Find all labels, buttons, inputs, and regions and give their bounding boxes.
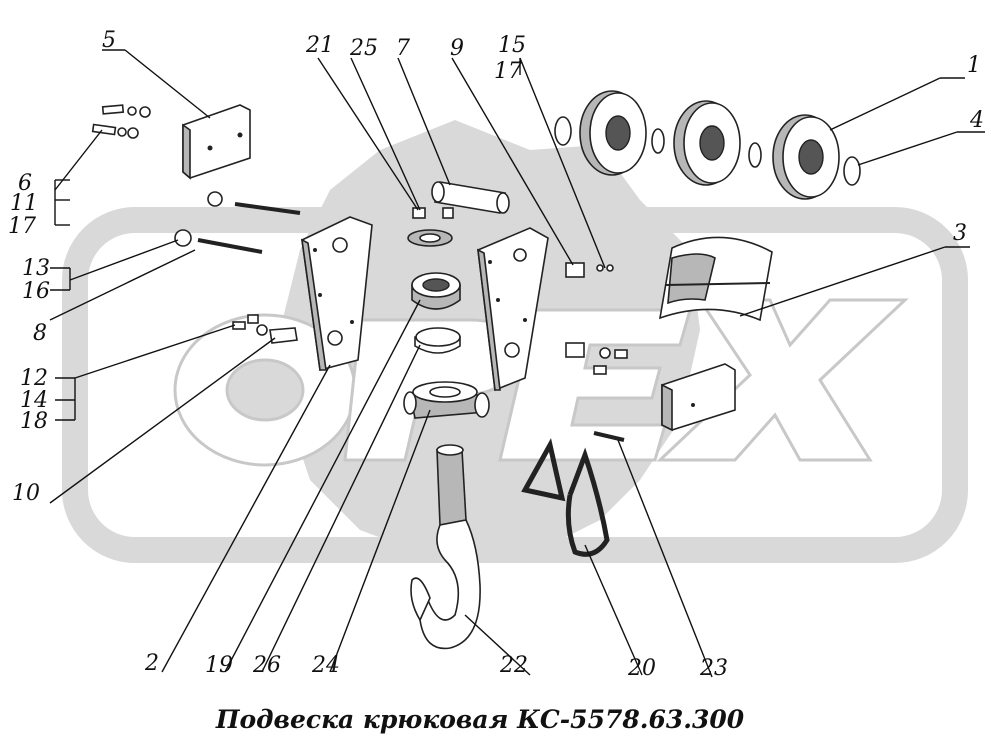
callout-7: 7 (396, 36, 410, 61)
callout-3: 3 (953, 221, 967, 246)
diagram-title: Подвеска крюковая КС-5578.63.300 (215, 705, 745, 734)
callout-8: 8 (33, 321, 47, 346)
callout-10: 10 (12, 481, 40, 506)
callout-19: 19 (205, 653, 233, 678)
watermark-logo (62, 120, 968, 563)
part-19-bearing (411, 272, 461, 310)
part-9-brackets (565, 262, 628, 375)
callouts: 5 1 4 3 6 11 17 13 16 8 12 14 18 10 21 2… (8, 28, 984, 681)
part-23-pin (593, 431, 625, 442)
part-10-small-plate (232, 314, 298, 344)
callout-11: 11 (10, 191, 38, 216)
leader-lines (49, 49, 985, 678)
callout-25: 25 (349, 36, 378, 61)
callout-18: 18 (20, 409, 48, 434)
part-ring (407, 229, 453, 247)
part-6-bolts (91, 104, 151, 139)
callout-20: 20 (627, 656, 656, 681)
callout-17a: 17 (8, 214, 36, 239)
sheave-1c (772, 114, 840, 200)
callout-5: 5 (102, 28, 116, 53)
part-4-ring (843, 156, 861, 186)
part-3-guard (658, 236, 773, 322)
callout-4: 4 (969, 108, 984, 133)
sheave-1a (579, 90, 647, 176)
callout-1: 1 (967, 53, 981, 78)
callout-17b: 17 (494, 59, 522, 84)
part-5-block-lower (661, 363, 736, 432)
callout-24: 24 (311, 653, 340, 678)
part-9-right-plate (477, 227, 549, 392)
part-rods (174, 191, 301, 254)
callout-16: 16 (22, 279, 50, 304)
part-7-axle (431, 181, 510, 214)
callout-2: 2 (144, 651, 159, 676)
part-22-hook (410, 444, 481, 650)
part-2-left-plate (300, 216, 373, 372)
callout-14: 14 (20, 388, 48, 413)
callout-9: 9 (450, 36, 464, 61)
callout-12: 12 (20, 366, 48, 391)
callout-13: 13 (22, 256, 50, 281)
callout-6: 6 (18, 171, 32, 196)
callout-23: 23 (699, 656, 728, 681)
callout-21: 21 (305, 33, 334, 58)
part-26-ring (414, 327, 461, 354)
sheave-1b (673, 100, 741, 186)
watermark-letters (173, 298, 909, 467)
callout-26: 26 (252, 653, 281, 678)
part-20-latch (521, 438, 610, 557)
callout-15: 15 (498, 33, 526, 58)
part-5-block (182, 104, 251, 180)
callout-22: 22 (499, 653, 528, 678)
part-1-sheaves (554, 90, 861, 200)
